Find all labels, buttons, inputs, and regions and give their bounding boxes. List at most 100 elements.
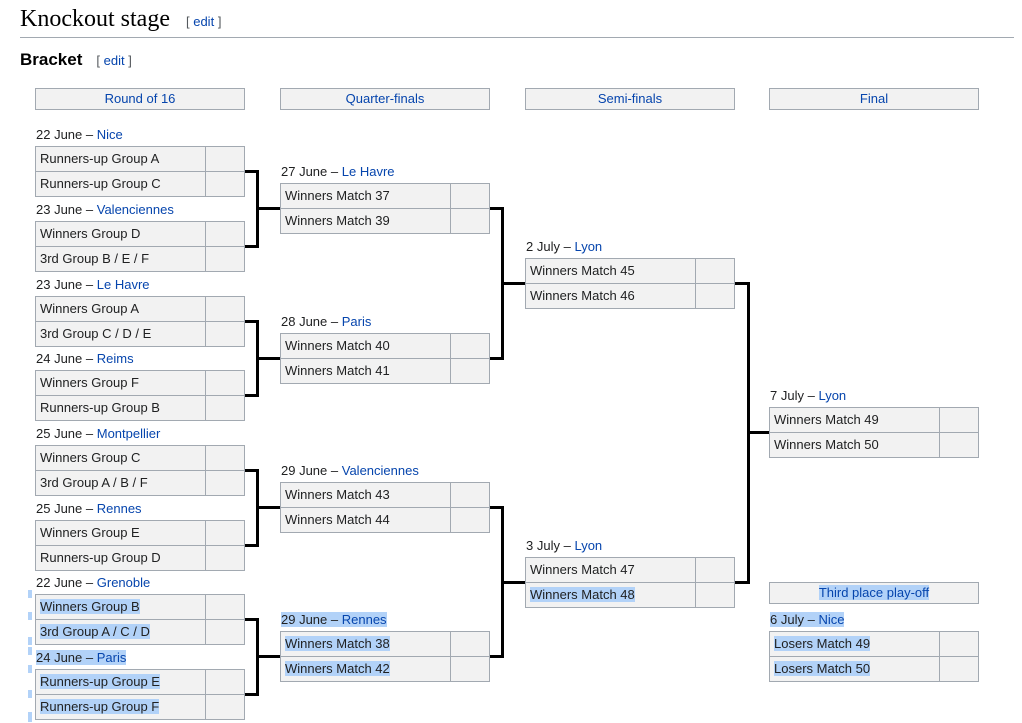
team-name: Winners Match 45	[526, 259, 696, 283]
match-sf-1: 2 July – Lyon Winners Match 45 Winners M…	[525, 240, 735, 309]
match-date: 29 June – Valenciennes	[280, 464, 490, 482]
team-name-text: Runners-up Group A	[40, 151, 160, 166]
dash: –	[85, 650, 94, 665]
dash: –	[85, 426, 94, 441]
dash: –	[563, 538, 571, 553]
team-name: Runners-up Group C	[36, 172, 206, 196]
venue-link[interactable]: Valenciennes	[341, 463, 419, 478]
venue-link[interactable]: Le Havre	[96, 277, 150, 292]
score-cell	[696, 284, 734, 308]
team-name-text: Winners Group A	[40, 301, 139, 316]
score-cell	[206, 695, 244, 719]
column-header-round-of-16: Round of 16	[35, 88, 245, 110]
date-text: 2 July	[526, 239, 560, 254]
match-box: Winners Group F Runners-up Group B	[35, 370, 245, 421]
venue-link[interactable]: Lyon	[574, 538, 603, 553]
venue-link[interactable]: Paris	[341, 314, 372, 329]
team-row: Winners Match 42	[281, 656, 489, 681]
venue-link[interactable]: Montpellier	[96, 426, 161, 441]
score-cell	[206, 172, 244, 196]
venue-link[interactable]: Rennes	[341, 612, 387, 627]
team-row: Runners-up Group F	[36, 694, 244, 719]
match-r16-4: 24 June – Reims Winners Group F Runners-…	[35, 352, 245, 421]
bracket-connector	[245, 618, 259, 621]
venue-link[interactable]: Lyon	[574, 239, 603, 254]
team-name-text: Losers Match 50	[774, 661, 871, 676]
column-header-final: Final	[769, 88, 979, 110]
team-name: 3rd Group C / D / E	[36, 322, 206, 346]
venue-link[interactable]: Le Havre	[341, 164, 395, 179]
team-name-text: 3rd Group A / B / F	[40, 475, 148, 490]
score-cell	[206, 670, 244, 694]
match-date: 22 June – Nice	[35, 128, 245, 146]
selection-artifact	[28, 690, 32, 698]
bracket-connector	[256, 207, 280, 210]
match-box: Winners Match 45 Winners Match 46	[525, 258, 735, 309]
team-name-text: Winners Match 47	[530, 562, 635, 577]
team-name-text: Winners Match 38	[285, 636, 390, 651]
title-edit-link[interactable]: edit	[193, 14, 215, 29]
team-name-text: Winners Match 49	[774, 412, 879, 427]
selection-artifact	[28, 590, 32, 598]
venue-link[interactable]: Paris	[96, 650, 127, 665]
score-cell	[451, 483, 489, 507]
date-text: 22 June	[36, 575, 83, 590]
match-r16-8: 24 June – Paris Runners-up Group E Runne…	[35, 650, 245, 720]
score-cell	[206, 147, 244, 171]
date-text: 25 June	[36, 501, 83, 516]
match-date: 22 June – Grenoble	[35, 576, 245, 594]
match-date: 25 June – Rennes	[35, 502, 245, 520]
team-name: Winners Group D	[36, 222, 206, 246]
round-of-16-link[interactable]: Round of 16	[104, 91, 176, 106]
section-edit-section: [ edit ]	[96, 53, 131, 68]
team-name: Winners Match 39	[281, 209, 451, 233]
score-cell	[206, 297, 244, 321]
team-row: Winners Group D	[36, 222, 244, 246]
quarter-finals-link[interactable]: Quarter-finals	[345, 91, 425, 106]
section-edit-link[interactable]: edit	[103, 53, 125, 68]
bracket-open: [	[185, 14, 190, 29]
score-cell	[451, 209, 489, 233]
dash: –	[85, 575, 94, 590]
team-name: 3rd Group A / B / F	[36, 471, 206, 495]
selected-text: 6 July – Nice	[770, 612, 845, 627]
match-r16-2: 23 June – Valenciennes Winners Group D 3…	[35, 203, 245, 272]
venue-link[interactable]: Grenoble	[96, 575, 151, 590]
match-qf-2: 28 June – Paris Winners Match 40 Winners…	[280, 315, 490, 384]
score-cell	[451, 657, 489, 681]
score-cell	[206, 595, 244, 619]
match-date: 3 July – Lyon	[525, 539, 735, 557]
semi-finals-link[interactable]: Semi-finals	[597, 91, 663, 106]
third-place-link[interactable]: Third place play-off	[818, 585, 930, 600]
match-box: Winners Match 43 Winners Match 44	[280, 482, 490, 533]
bracket-connector	[490, 357, 504, 360]
team-row: 3rd Group B / E / F	[36, 246, 244, 271]
team-name: Winners Match 43	[281, 483, 451, 507]
bracket-connector	[245, 693, 259, 696]
date-text: 3 July	[526, 538, 560, 553]
match-date: 25 June – Montpellier	[35, 427, 245, 445]
bracket-open: [	[96, 53, 100, 68]
match-final: 7 July – Lyon Winners Match 49 Winners M…	[769, 389, 979, 458]
venue-link[interactable]: Nice	[818, 612, 845, 627]
team-name: Winners Group C	[36, 446, 206, 470]
team-name: Winners Group B	[36, 595, 206, 619]
date-text: 22 June	[36, 127, 83, 142]
venue-link[interactable]: Valenciennes	[96, 202, 174, 217]
team-name: Losers Match 49	[770, 632, 940, 656]
venue-link[interactable]: Reims	[96, 351, 134, 366]
bracket-connector	[747, 431, 769, 434]
date-text: 25 June	[36, 426, 83, 441]
venue-link[interactable]: Lyon	[818, 388, 847, 403]
venue-link[interactable]: Nice	[96, 127, 123, 142]
team-name: Winners Match 47	[526, 558, 696, 582]
selection-artifact	[28, 712, 32, 722]
venue-link[interactable]: Rennes	[96, 501, 142, 516]
team-row: Winners Match 43	[281, 483, 489, 507]
score-cell	[696, 259, 734, 283]
dash: –	[85, 351, 94, 366]
team-name: Winners Match 46	[526, 284, 696, 308]
team-name-text: Winners Match 39	[285, 213, 390, 228]
final-link[interactable]: Final	[859, 91, 889, 106]
